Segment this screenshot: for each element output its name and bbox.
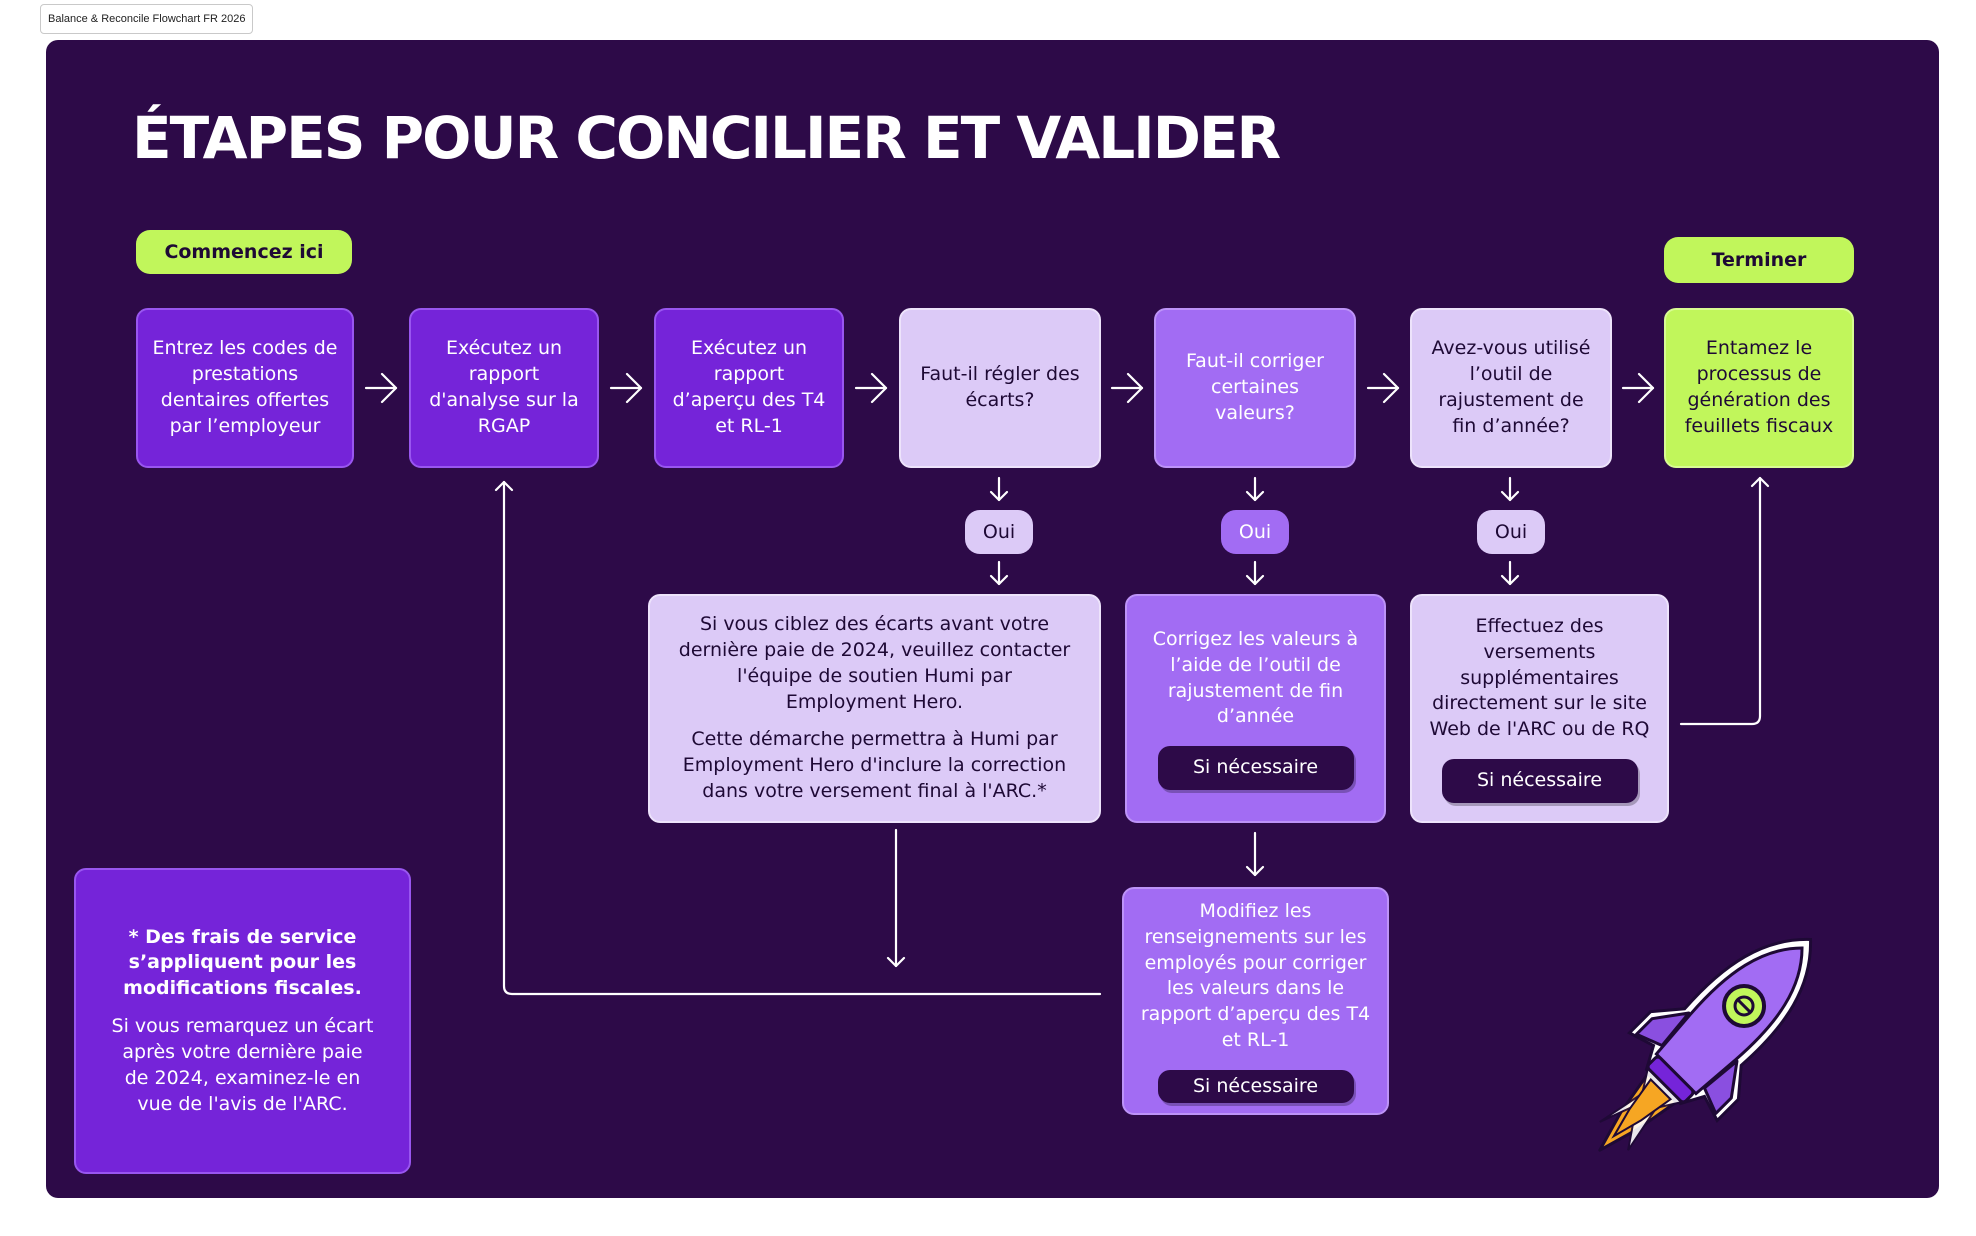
step-rgap-report-label: Exécutez un rapport d'analyse sur la RGA… [429,337,579,437]
modify-employee-info-text: Modifiez les renseignements sur les empl… [1140,900,1371,1052]
service-fee-note: * Des frais de service s’appliquent pour… [74,868,411,1174]
if-needed-button-modify[interactable]: Si nécessaire [1157,1069,1354,1103]
arrow-down-icon [1500,560,1520,586]
frame-label[interactable]: Balance & Reconcile Flowchart FR 2026 [40,4,254,34]
decision-adjustment-tool: Avez-vous utilisé l’outil de rajustement… [1410,308,1612,468]
discrepancy-correction-text: Cette démarche permettra à Humi par Empl… [682,728,1067,803]
start-label: Commencez ici [136,230,352,274]
additional-payments-text: Effectuez des versements supplémentaires… [1429,614,1650,741]
arrow-right-icon [364,372,398,404]
arrow-down-icon [886,828,906,968]
additional-payments-box: Effectuez des versements supplémentaires… [1410,594,1669,823]
arrow-right-icon [1621,372,1655,404]
discrepancy-contact-box: Si vous ciblez des écarts avant votre de… [648,594,1101,823]
arrow-right-icon [609,372,643,404]
yes-label-correct-values: Oui [1221,510,1289,554]
arrow-right-icon [854,372,888,404]
arrow-down-icon [1245,560,1265,586]
decision-discrepancies: Faut-il régler des écarts? [899,308,1101,468]
page-title: ÉTAPES POUR CONCILIER ET VALIDER [132,104,1281,172]
yes-label-discrepancies: Oui [965,510,1033,554]
if-needed-button-payments[interactable]: Si nécessaire [1441,759,1638,804]
step-rgap-report: Exécutez un rapport d'analyse sur la RGA… [409,308,599,468]
service-fee-body: Si vous remarquez un écart après votre d… [111,1015,374,1115]
step-tax-slips: Entamez le processus de génération des f… [1664,308,1854,468]
arrow-down-icon [989,560,1009,586]
step-t4-report-label: Exécutez un rapport d’aperçu des T4 et R… [672,337,826,437]
modify-employee-info-box: Modifiez les renseignements sur les empl… [1122,887,1389,1115]
arrow-right-icon [1366,372,1400,404]
correct-values-box: Corrigez les valeurs à l’aide de l’outil… [1125,594,1386,823]
step-dental-codes-label: Entrez les codes de prestations dentaire… [152,337,338,437]
arrow-right-icon [1110,372,1144,404]
decision-discrepancies-label: Faut-il régler des écarts? [920,363,1080,411]
service-fee-heading: * Des frais de service s’appliquent pour… [123,925,362,1000]
decision-adjustment-tool-label: Avez-vous utilisé l’outil de rajustement… [1431,337,1591,437]
arrow-down-icon [989,476,1009,502]
loop-back-connector [494,480,1102,996]
step-dental-codes: Entrez les codes de prestations dentaire… [136,308,354,468]
discrepancy-contact-text: Si vous ciblez des écarts avant votre de… [678,613,1071,713]
correct-values-text: Corrigez les valeurs à l’aide de l’outil… [1152,627,1359,728]
step-t4-report: Exécutez un rapport d’aperçu des T4 et R… [654,308,844,468]
arrow-down-icon [1500,476,1520,502]
yes-label-adjustment-tool: Oui [1477,510,1545,554]
step-tax-slips-label: Entamez le processus de génération des f… [1684,337,1834,437]
decision-correct-values-label: Faut-il corriger certaines valeurs? [1186,350,1324,424]
rocket-icon [1598,937,1813,1152]
arrow-down-icon [1245,831,1265,877]
end-label: Terminer [1664,237,1854,283]
payments-to-finish-connector [1679,476,1770,726]
arrow-down-icon [1245,476,1265,502]
if-needed-button-correct[interactable]: Si nécessaire [1157,746,1354,791]
decision-correct-values: Faut-il corriger certaines valeurs? [1154,308,1356,468]
